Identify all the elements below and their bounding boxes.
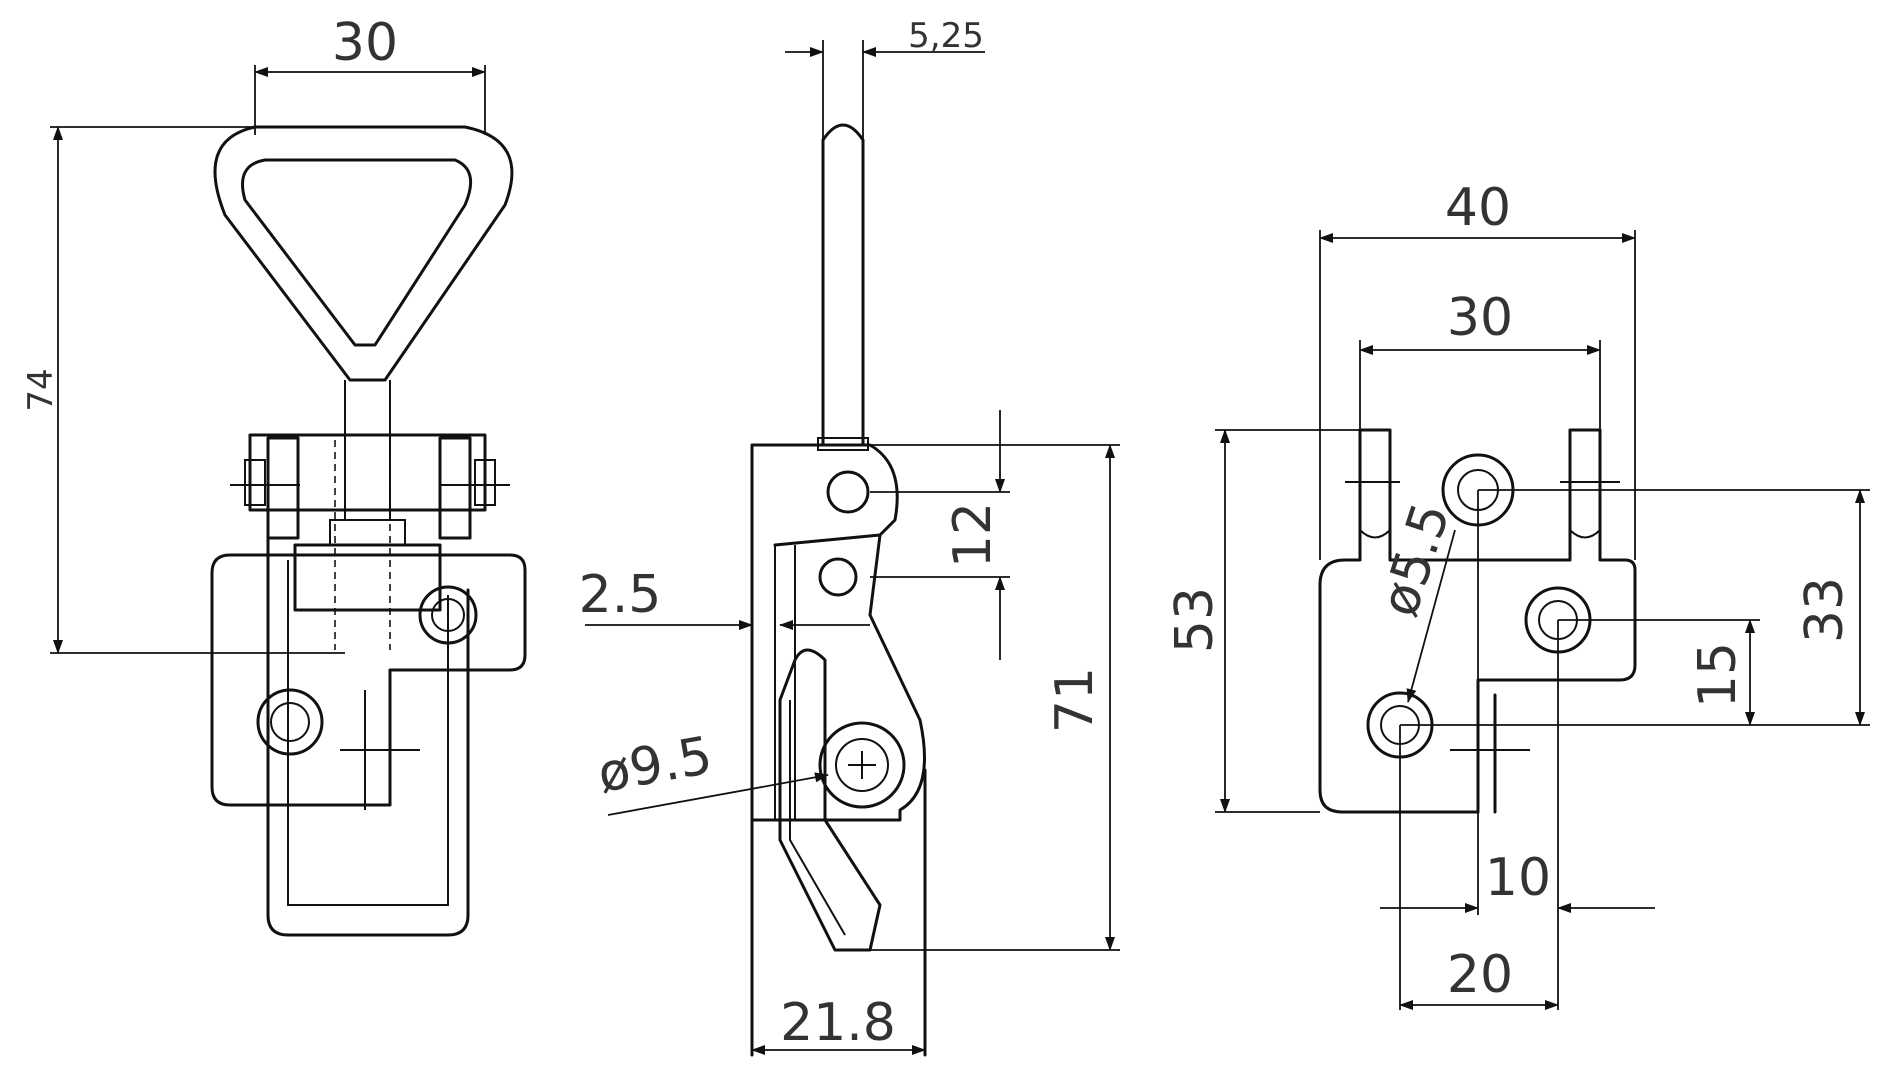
side-body xyxy=(750,443,926,822)
plate-outer-width-label: 40 xyxy=(1445,178,1511,238)
side-view xyxy=(750,123,927,1057)
side-height-label: 71 xyxy=(1045,667,1105,733)
plate-small-h-label: 10 xyxy=(1485,848,1551,908)
front-width-label: 30 xyxy=(332,13,398,73)
front-dimensions: 30 74 xyxy=(21,13,486,654)
plate-hole-spacing-h-label: 20 xyxy=(1447,945,1513,1005)
side-pin-diameter-label: ø9.5 xyxy=(593,726,716,805)
handle-outer xyxy=(213,125,514,382)
plate-hole-spacing-v-label: 33 xyxy=(1795,577,1855,643)
side-hook xyxy=(778,648,882,952)
front-bracket xyxy=(248,433,487,512)
plate-outline xyxy=(1318,428,1637,814)
side-hook-gap-label: 12 xyxy=(943,502,1003,568)
front-u-loop xyxy=(266,538,470,937)
handle-inner xyxy=(241,158,473,347)
front-base-plate xyxy=(210,553,527,807)
plate-dimensions: 40 30 53 ø5.5 33 15 10 20 xyxy=(1165,178,1870,1010)
side-base-label: 21.8 xyxy=(780,993,896,1053)
side-rod xyxy=(821,123,865,447)
side-offset-label: 2.5 xyxy=(579,565,662,625)
front-view xyxy=(210,125,527,937)
side-dimensions: 5,25 12 2.5 71 ø9.5 21.8 xyxy=(579,16,1120,1055)
front-height-label: 74 xyxy=(21,368,61,411)
plate-slot-span-label: 30 xyxy=(1447,288,1513,348)
side-rod-label: 5,25 xyxy=(908,16,984,56)
plate-height-label: 53 xyxy=(1165,587,1225,653)
plate-small-v-label: 15 xyxy=(1688,642,1748,708)
